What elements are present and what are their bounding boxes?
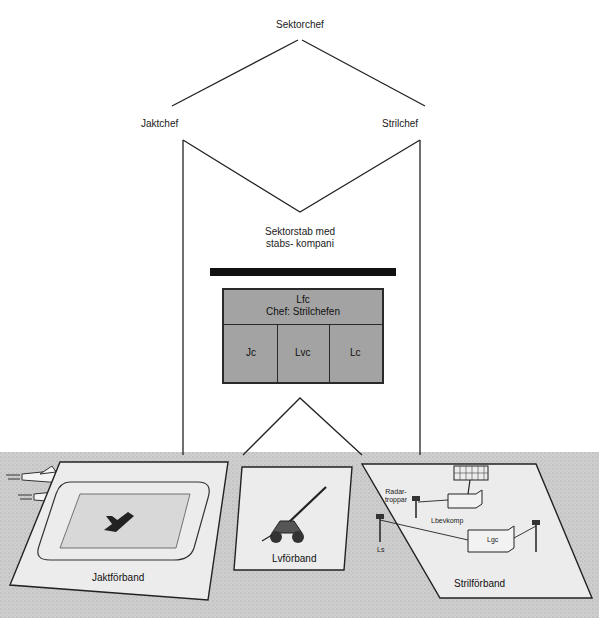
jet-aircraft	[6, 475, 20, 476]
jet-aircraft	[18, 495, 32, 496]
plate-outline	[262, 535, 272, 541]
plate-outline	[454, 466, 488, 480]
command-cell: Lc	[329, 324, 382, 382]
plate-outline	[286, 487, 326, 525]
node-title: Lvförband	[272, 553, 316, 565]
command-cell: Jc	[224, 324, 277, 382]
jet-aircraft	[8, 479, 20, 480]
plate-outline	[292, 531, 304, 543]
plate-outline	[362, 464, 592, 598]
command-lines	[183, 140, 420, 212]
plate-outline	[379, 518, 381, 542]
staff-bar	[210, 268, 396, 276]
plate-outline	[418, 500, 448, 502]
jet-aircraft	[40, 466, 56, 474]
plate-outline	[448, 490, 482, 508]
plate-outline	[104, 512, 134, 532]
unit-plate: Jaktförband	[8, 460, 230, 602]
node-title: Strilförband	[454, 578, 505, 590]
label-text: Lbevkomp	[431, 517, 463, 525]
plate-outline	[468, 526, 514, 552]
node-title: Lc	[350, 347, 361, 359]
node-title: Lvc	[295, 347, 311, 359]
label-text: Sektorstab med stabs- kompani	[264, 226, 336, 250]
unit-plate: Lvförband	[232, 465, 357, 575]
command-lines	[172, 40, 425, 455]
plate-outline	[60, 494, 190, 548]
unit-plate: Strilförband	[360, 460, 596, 602]
plate-outline	[535, 524, 537, 552]
plate-outline	[468, 480, 470, 494]
node-title: Lfc	[224, 294, 382, 306]
command-box: LfcChef: StrilchefenJc Lvc Lc	[222, 288, 384, 384]
plate-outline	[270, 531, 282, 543]
plate-outline	[10, 462, 228, 600]
plate-outline	[234, 467, 352, 570]
plate-outline	[376, 514, 384, 519]
plate-outline	[412, 496, 420, 501]
label-text: Sektorchef	[276, 19, 324, 31]
command-lines	[182, 140, 183, 455]
command-lines	[243, 398, 362, 455]
node-title: Jc	[246, 347, 256, 359]
command-cell: Lvc	[277, 324, 330, 382]
label-text: Jaktchef	[141, 118, 178, 130]
plate-outline	[38, 482, 209, 560]
label-text: Ls	[377, 546, 384, 554]
jet-aircraft	[20, 499, 32, 500]
plate-outline	[514, 526, 536, 538]
label-text: Lgc	[487, 536, 498, 544]
command-lines	[172, 40, 298, 106]
plate-outline	[415, 500, 417, 518]
plate-outline	[532, 520, 540, 525]
label-text: Strilchef	[382, 118, 418, 130]
ground-band	[0, 452, 599, 618]
label-text: Radar- troppar	[379, 488, 413, 505]
node-body: Chef: Strilchefen	[224, 306, 382, 318]
node-title: Jaktförband	[92, 572, 144, 584]
command-lines	[419, 140, 420, 455]
plate-outline	[106, 516, 120, 524]
plate-outline	[454, 466, 488, 480]
command-lines	[302, 40, 425, 106]
